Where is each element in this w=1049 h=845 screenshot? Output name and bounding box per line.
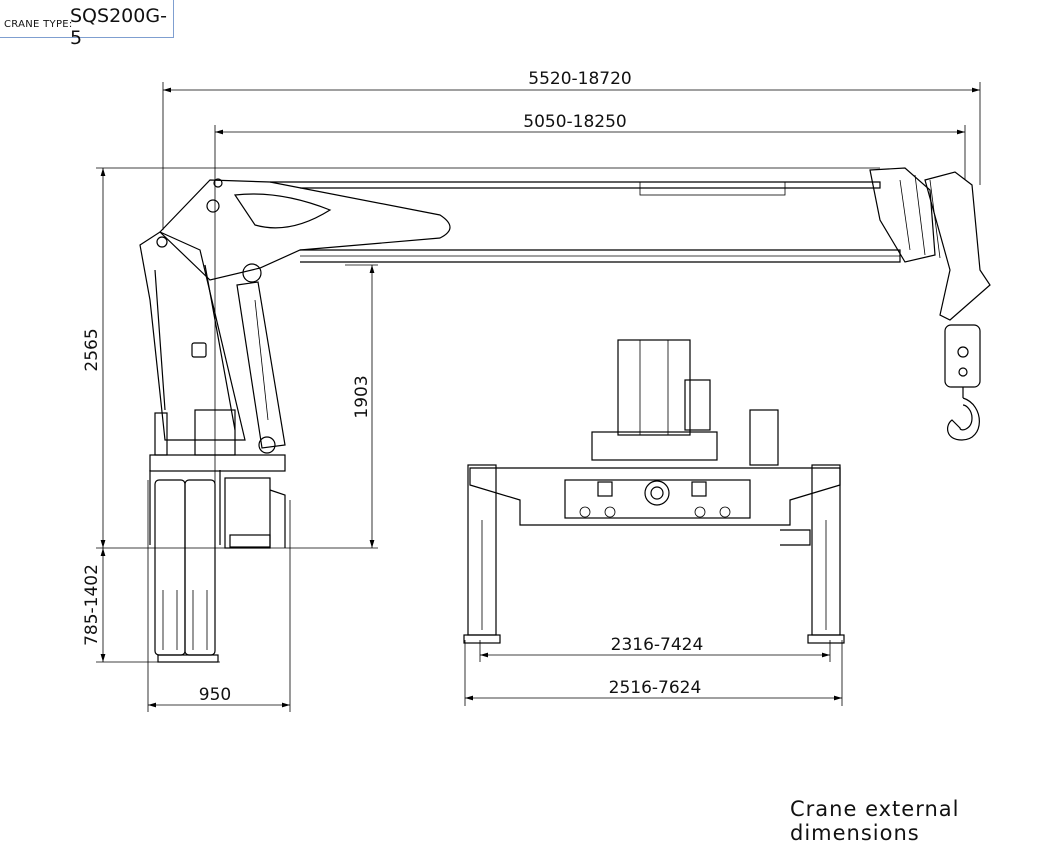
dim-text-total-height: 2565: [82, 328, 102, 371]
dim-text-outrigger-span-outer: 2516-7624: [609, 678, 702, 698]
dimension-base-width: 950: [147, 480, 291, 712]
dimension-outrigger-span-inner: 2316-7424: [479, 635, 831, 662]
crane-drawing: 5520-18720 5050-18250 2565 785-1402 1903…: [82, 69, 991, 712]
crane-side-view: [139, 167, 991, 663]
crane-type-label: CRANE TYPE:: [4, 19, 73, 30]
dimension-outrigger-height: 785-1402: [82, 548, 220, 663]
dim-text-base-width: 950: [199, 685, 231, 705]
dimension-boom-reach: 5050-18250: [214, 112, 966, 545]
drawing-caption: Crane external dimensions: [790, 797, 960, 845]
crane-rear-view: [463, 339, 845, 644]
dimension-overall-reach: 5520-18720: [162, 69, 981, 230]
dimension-total-height: 2565: [82, 167, 880, 549]
crane-type-value: SQS200G-5: [70, 5, 167, 49]
dim-text-outrigger-height: 785-1402: [82, 564, 102, 646]
dim-text-overall-reach: 5520-18720: [528, 69, 631, 89]
dimension-outrigger-span-outer: 2516-7624: [464, 640, 843, 706]
dimension-boom-height: 1903: [345, 264, 378, 548]
dim-text-boom-reach: 5050-18250: [523, 112, 626, 132]
dim-text-boom-height: 1903: [352, 375, 372, 418]
dim-text-outrigger-span-inner: 2316-7424: [611, 635, 704, 655]
crane-type-box: CRANE TYPE: SQS200G-5: [0, 0, 174, 49]
